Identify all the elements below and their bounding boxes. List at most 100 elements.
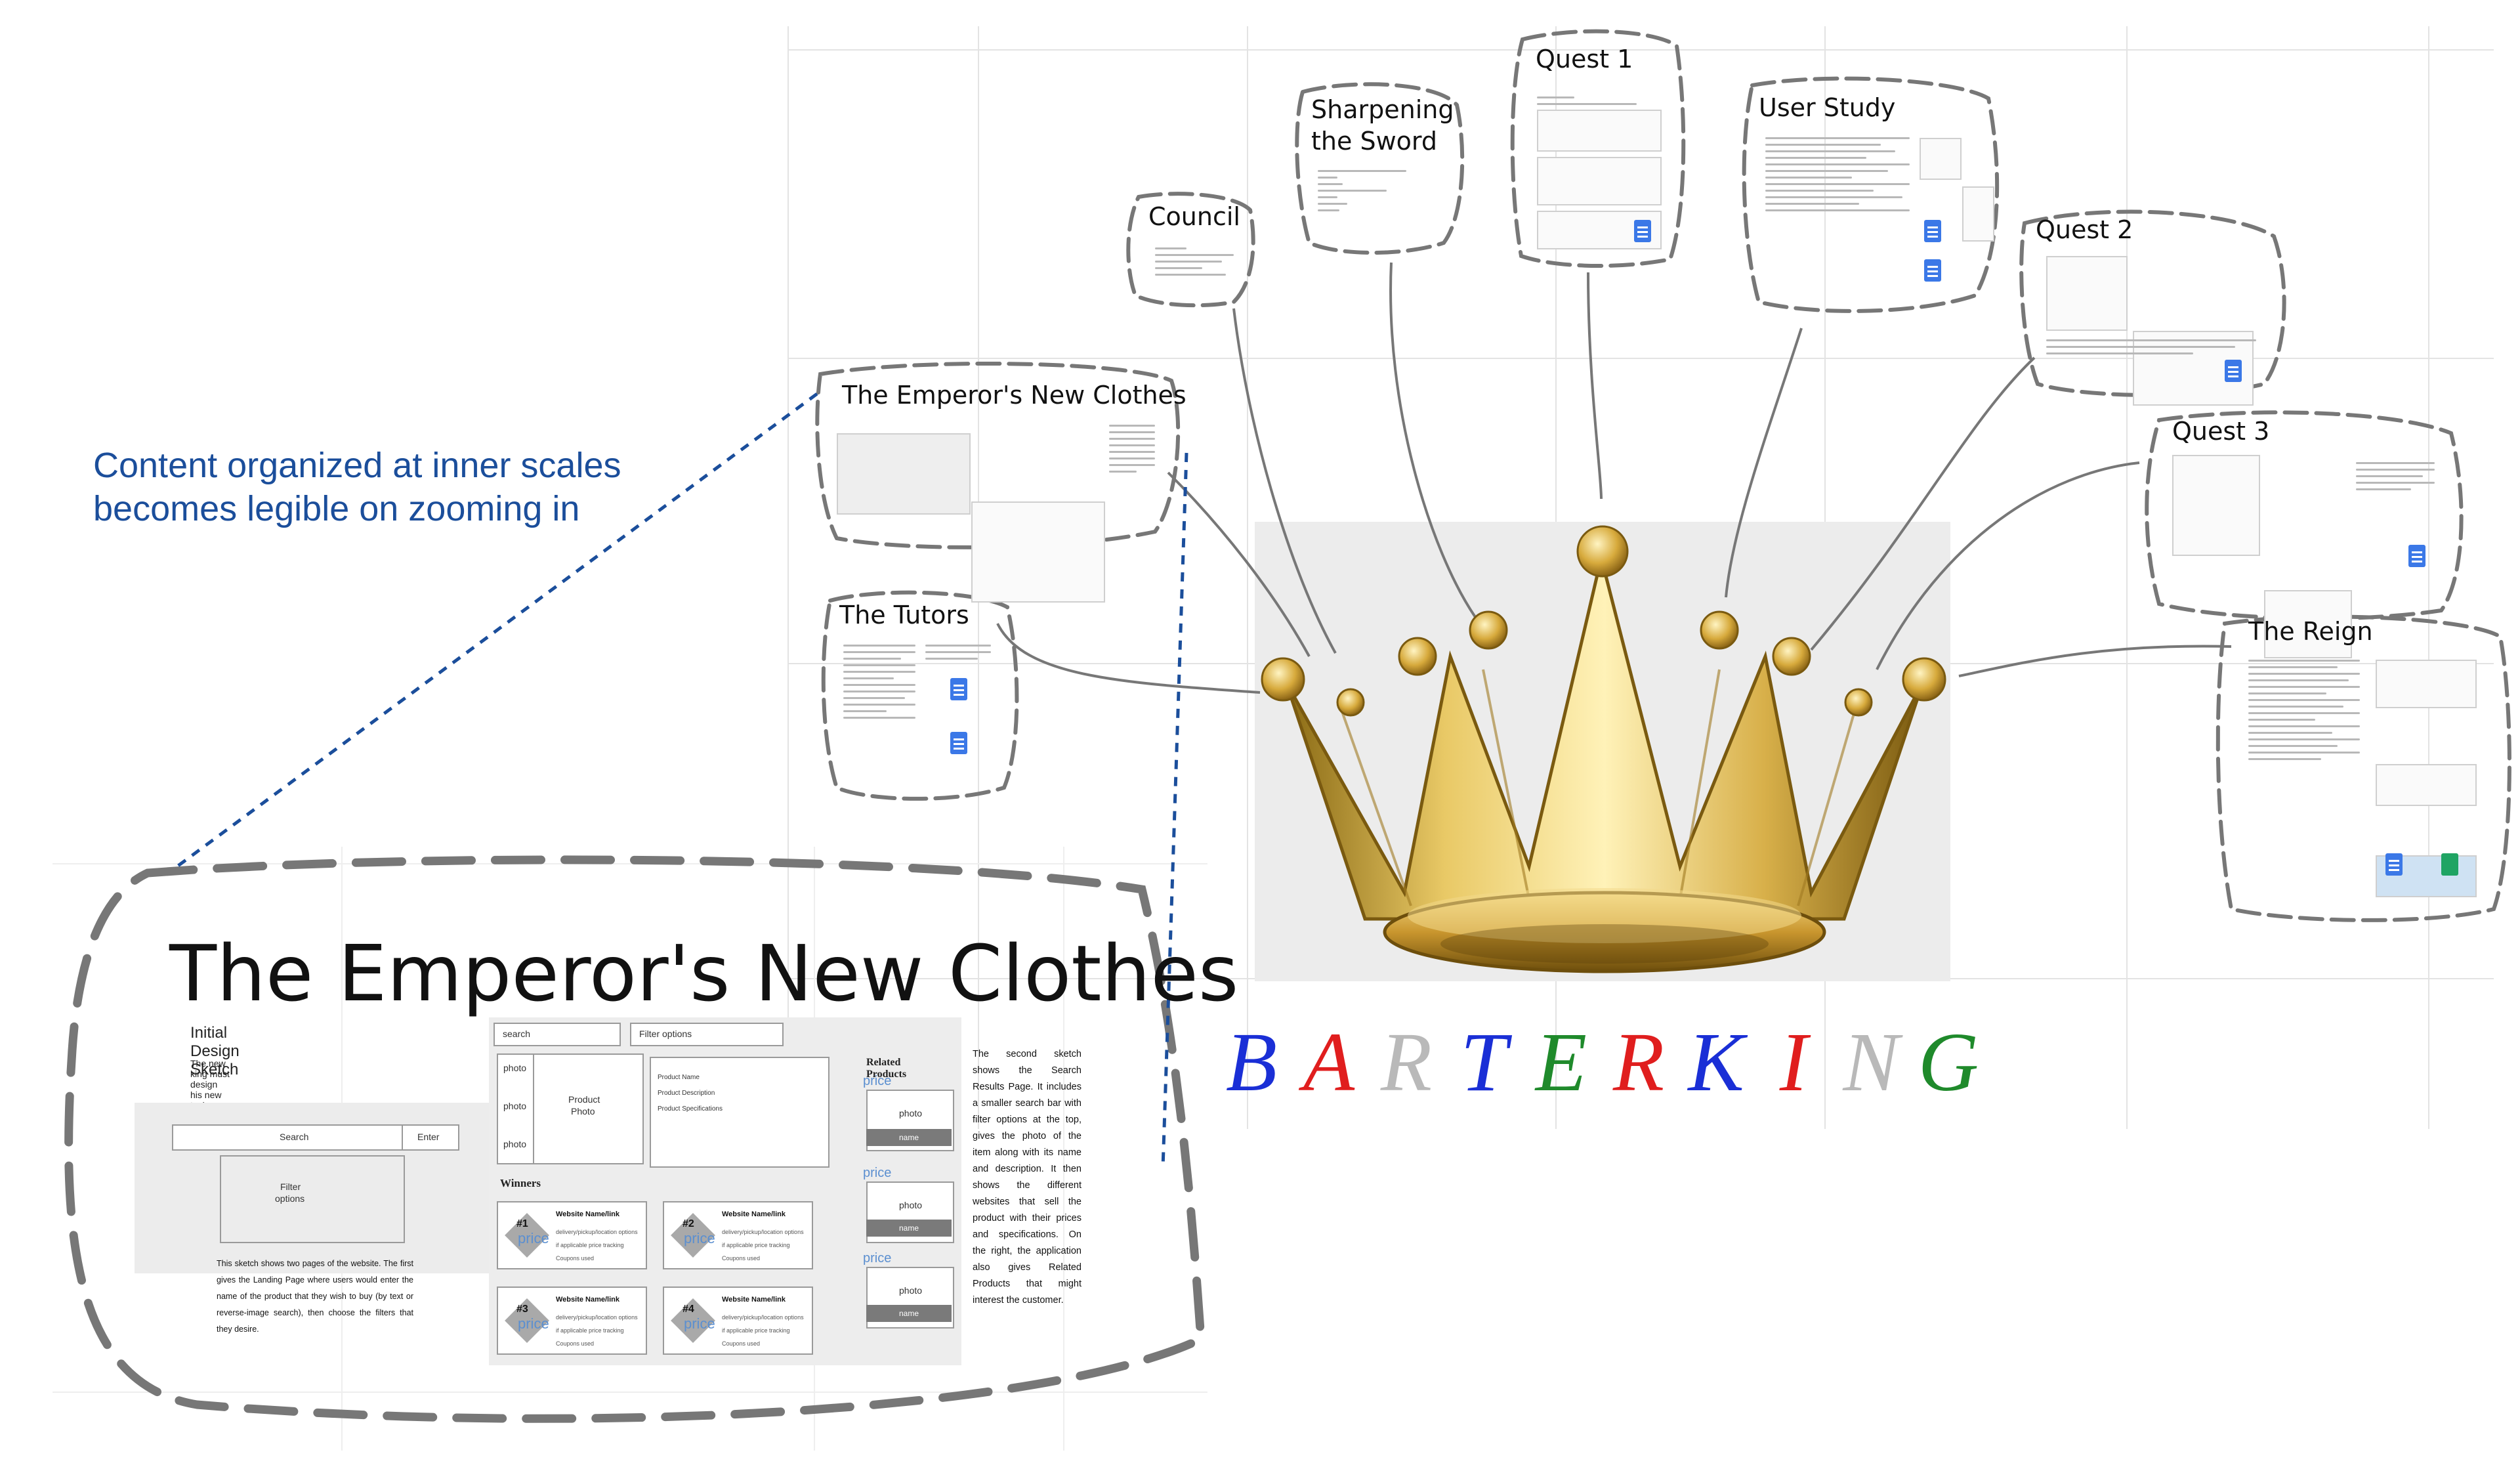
node-title: The Reign — [2248, 617, 2373, 646]
landing-enter-button[interactable]: Enter — [402, 1124, 459, 1151]
node-quest-2[interactable]: Quest 2 — [2028, 210, 2284, 406]
results-product-photo: Product Photo — [533, 1053, 644, 1164]
logo-letter: E — [1535, 1015, 1587, 1109]
google-doc-icon — [1634, 220, 1651, 242]
photo-label: photo — [503, 1139, 527, 1149]
node-the-tutors[interactable]: The Tutors — [830, 601, 1020, 797]
winner-card[interactable]: #1 price Website Name/link delivery/pick… — [497, 1201, 647, 1269]
mini-document — [1318, 165, 1416, 216]
connector-emperor — [1167, 471, 1311, 657]
winner-card[interactable]: #4 price Website Name/link delivery/pick… — [663, 1286, 813, 1355]
winner-rank: #2 — [682, 1218, 694, 1229]
mini-document — [1109, 420, 1155, 477]
node-title: Council — [1148, 202, 1240, 231]
zoomed-title: The Emperor's New Clothes — [169, 928, 1239, 1019]
node-council[interactable]: Council — [1142, 197, 1253, 308]
related-name-button[interactable]: name — [866, 1220, 952, 1237]
landing-search-bar[interactable]: Search — [172, 1124, 404, 1151]
node-emperors-new-clothes[interactable]: The Emperor's New Clothes — [824, 374, 1186, 603]
logo-letter: I — [1779, 1015, 1808, 1109]
crown-icon — [1261, 525, 1946, 973]
node-quest-3[interactable]: Quest 3 — [2159, 417, 2454, 658]
mini-chart — [2264, 590, 2352, 658]
related-price: price — [863, 1251, 892, 1265]
outline-quest3 — [2145, 410, 2464, 621]
grid-line — [52, 1392, 1208, 1393]
related-name-button[interactable]: name — [866, 1305, 952, 1322]
results-photo-strip: photo photo photo — [497, 1053, 536, 1164]
winner-name: Website Name/link — [556, 1210, 620, 1218]
annotation-text: Content organized at inner scales become… — [93, 444, 621, 530]
photo-label: photo — [503, 1063, 527, 1073]
results-filter-bar[interactable]: Filter options — [630, 1023, 784, 1046]
results-search-bar[interactable]: search — [494, 1023, 621, 1046]
related-photo-label: photo — [899, 1200, 923, 1210]
grid-line — [2428, 26, 2429, 1129]
node-title-line-2: the Sword — [1311, 127, 1437, 156]
node-title: Quest 3 — [2172, 417, 2270, 446]
connector-reign — [1958, 645, 2232, 677]
winner-price: price — [518, 1315, 549, 1332]
product-name-label: Product Name — [658, 1074, 700, 1081]
winner-detail: delivery/pickup/location options — [556, 1314, 638, 1321]
connector-userstudy — [1725, 328, 1803, 598]
winner-name: Website Name/link — [556, 1296, 620, 1304]
related-price: price — [863, 1074, 892, 1088]
connector-quest2 — [1810, 356, 2036, 651]
mini-document — [1765, 133, 1910, 216]
winner-card[interactable]: #3 price Website Name/link delivery/pick… — [497, 1286, 647, 1355]
connector-council — [1232, 308, 1337, 654]
mini-document — [925, 640, 991, 664]
node-user-study[interactable]: User Study — [1752, 85, 2002, 308]
outline-quest1 — [1510, 29, 1686, 268]
connector-quest1 — [1587, 272, 1603, 500]
winner-name: Website Name/link — [722, 1210, 786, 1218]
connector-sharpening — [1389, 262, 1477, 618]
outline-zoomed — [64, 855, 1206, 1423]
winner-rank: #4 — [682, 1304, 694, 1315]
winner-detail: Coupons used — [556, 1340, 595, 1347]
google-doc-icon — [2408, 545, 2426, 567]
landing-filter-options[interactable]: Filter options — [220, 1155, 405, 1243]
logo-letter: R — [1612, 1015, 1665, 1109]
winner-card[interactable]: #2 price Website Name/link delivery/pick… — [663, 1201, 813, 1269]
winner-rank: #1 — [516, 1218, 528, 1229]
node-title: User Study — [1759, 93, 1896, 122]
mini-document — [2046, 335, 2256, 359]
related-products-heading: Related Products — [866, 1057, 907, 1080]
landing-enter-label: Enter — [417, 1132, 440, 1142]
related-name-button[interactable]: name — [866, 1129, 952, 1146]
related-photo-label: photo — [899, 1285, 923, 1296]
results-search-label: search — [503, 1029, 531, 1039]
mini-table — [2172, 455, 2260, 556]
google-doc-icon — [1924, 259, 1941, 282]
outline-emperor — [815, 362, 1181, 549]
node-quest-1[interactable]: Quest 1 — [1522, 39, 1680, 263]
photo-label: photo — [503, 1101, 527, 1111]
node-title: Quest 2 — [2036, 215, 2133, 244]
outline-council — [1126, 192, 1255, 308]
google-sheet-icon — [2441, 853, 2458, 876]
zoom-line-left — [176, 392, 818, 868]
landing-search-label: Search — [280, 1132, 309, 1142]
winner-name: Website Name/link — [722, 1296, 786, 1304]
results-description: The second sketch shows the Search Resul… — [973, 1049, 1082, 1306]
grid-line — [52, 863, 1208, 864]
connector-quest3 — [1876, 461, 2140, 670]
winner-detail: delivery/pickup/location options — [556, 1229, 638, 1235]
thumbnail — [1920, 138, 1962, 180]
winner-detail: Coupons used — [556, 1255, 595, 1262]
logo-letter: A — [1303, 1015, 1355, 1109]
grid-line — [788, 358, 2494, 359]
mini-sketch — [971, 501, 1105, 603]
product-description-label: Product Description — [658, 1090, 715, 1097]
zoom-line-right — [1161, 452, 1188, 1169]
winner-detail: if applicable price tracking — [722, 1327, 790, 1334]
product-photo-label-2: Photo — [571, 1106, 595, 1116]
node-the-reign[interactable]: The Reign — [2225, 610, 2500, 912]
winner-price: price — [684, 1315, 715, 1332]
node-sharpening-the-sword[interactable]: Sharpening the Sword — [1306, 92, 1463, 249]
